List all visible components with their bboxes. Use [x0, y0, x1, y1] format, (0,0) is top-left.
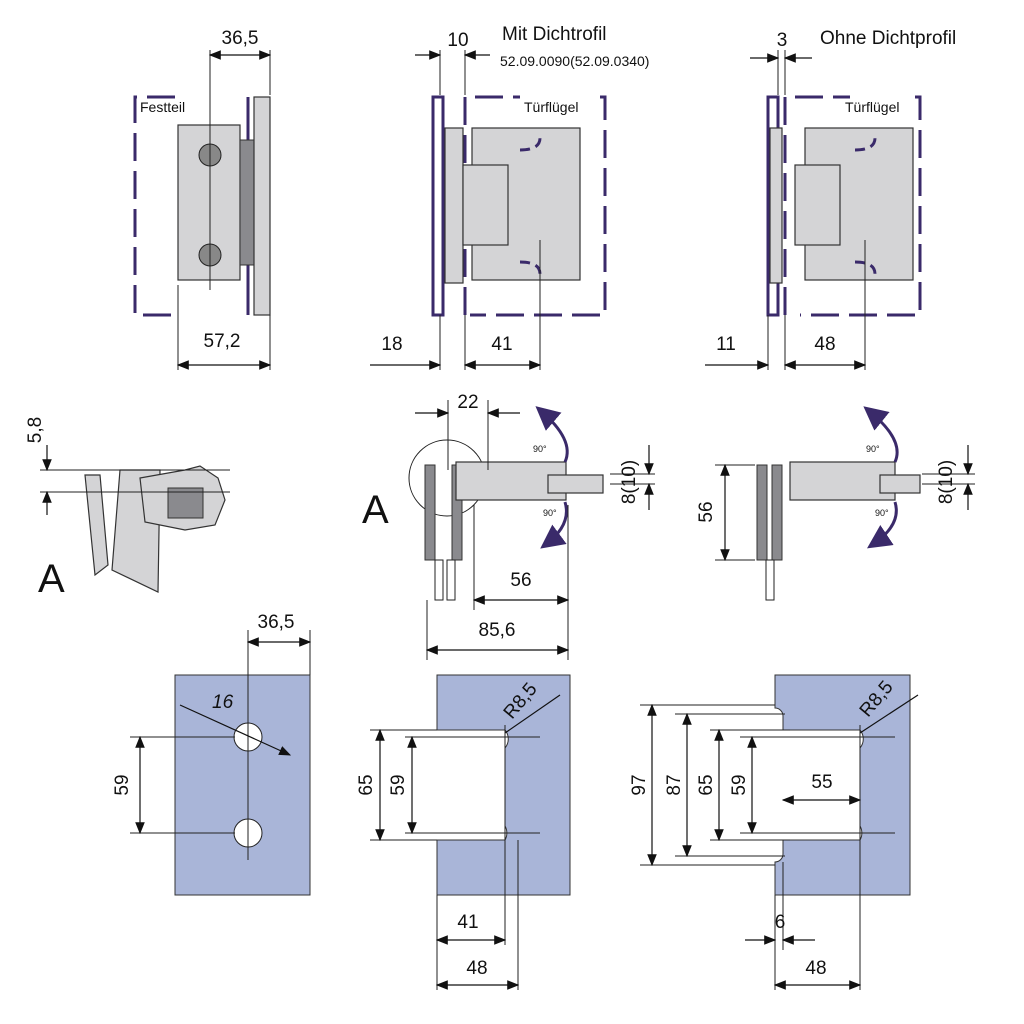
angle-down: 90° [543, 508, 557, 518]
dim-56: 56 [510, 570, 531, 591]
dim-57-2: 57,2 [204, 331, 241, 352]
dim-8-10: 8(10) [619, 460, 640, 504]
middle-plan-view-2: 22 90° 90° 8(10) A 56 85,6 [362, 392, 655, 660]
dim-36-5: 36,5 [222, 28, 259, 49]
angle-down-2: 90° [875, 508, 889, 518]
dim-18: 18 [381, 334, 402, 355]
label-tuerfluegel-2: Türflügel [845, 99, 899, 115]
dim-5-8: 5,8 [25, 417, 46, 443]
dim-6: 6 [775, 912, 786, 933]
section-label-a: A [38, 557, 65, 601]
dim-59: 59 [112, 774, 133, 795]
dim-56-height: 56 [696, 501, 717, 522]
dim-8-10-2: 8(10) [936, 460, 957, 504]
dim-41-plate: 41 [457, 912, 478, 933]
dim-55: 55 [811, 772, 832, 793]
dim-22: 22 [457, 392, 478, 413]
dim-97: 97 [629, 774, 650, 795]
dim-87: 87 [664, 774, 685, 795]
dim-85-6: 85,6 [479, 620, 516, 641]
dim-65-3: 65 [696, 774, 717, 795]
dim-59-3: 59 [729, 774, 750, 795]
dim-11: 11 [716, 334, 736, 355]
dim-16: 16 [212, 692, 234, 713]
dim-65: 65 [356, 774, 377, 795]
dim-48: 48 [814, 334, 835, 355]
dim-48-plate-3: 48 [805, 958, 826, 979]
title-without-seal: Ohne Dichtprofil [820, 28, 956, 49]
dim-59-2: 59 [388, 774, 409, 795]
dim-41: 41 [491, 334, 512, 355]
detail-a: 5,8 A [25, 417, 230, 601]
angle-up: 90° [533, 444, 547, 454]
title-with-seal: Mit Dichtrofil [502, 24, 607, 45]
dim-36-5-plate: 36,5 [258, 612, 295, 633]
label-festteil: Festteil [140, 99, 185, 115]
top-view-without-seal: 3 Ohne Dichtprofil Türflügel 11 48 [705, 28, 956, 370]
top-view-with-seal: 10 Mit Dichtrofil 52.09.0090(52.09.0340)… [370, 24, 649, 370]
dim-48-plate: 48 [466, 958, 487, 979]
glass-cutout-plate-3: 97 87 65 59 55 R8,5 6 48 [629, 674, 919, 990]
section-label-a-2: A [362, 488, 389, 532]
top-view-fixed-part: 36,5 Festteil 57,2 [133, 28, 272, 370]
glass-cutout-plate-1: 36,5 16 59 [112, 612, 312, 896]
dim-10: 10 [447, 30, 468, 51]
label-tuerfluegel: Türflügel [524, 99, 578, 115]
part-numbers: 52.09.0090(52.09.0340) [500, 53, 649, 69]
dim-3: 3 [777, 30, 788, 51]
glass-cutout-plate-2: 65 59 R8,5 41 48 [356, 674, 571, 990]
angle-up-2: 90° [866, 444, 880, 454]
middle-plan-view-3: 56 90° 90° 8(10) [696, 406, 975, 601]
